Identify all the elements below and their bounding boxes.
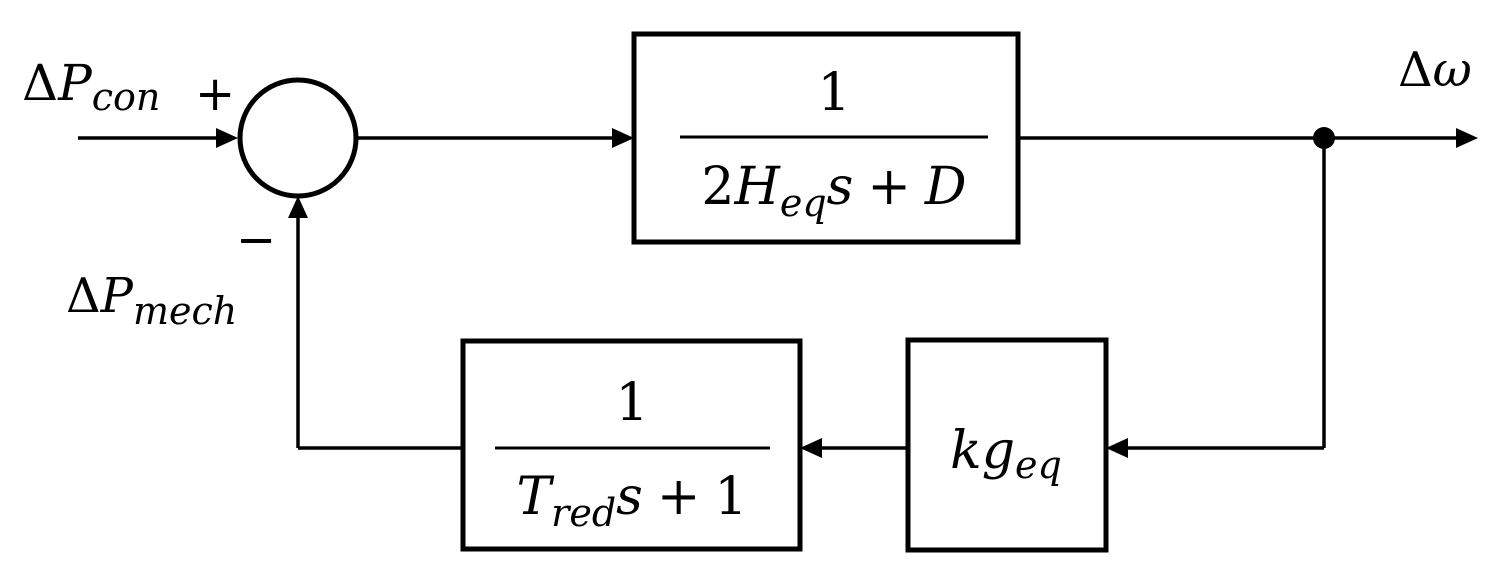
input-signal-label: ΔPcon (22, 54, 160, 119)
filter-block (460, 338, 803, 552)
plus-sign: + (195, 66, 235, 122)
feedback-signal-label: ΔPmech (66, 268, 237, 333)
plant-numerator: 1 (817, 63, 850, 123)
filter-input-arrowhead (800, 438, 822, 458)
filter-denominator: Treds+1 (516, 467, 747, 535)
output-arrowhead (1456, 128, 1478, 148)
output-signal-label: Δω (1398, 42, 1472, 98)
plant-denominator: 2Heqs+D (701, 157, 966, 225)
gain-block (905, 337, 1109, 553)
sum-feedback-arrowhead (288, 196, 308, 218)
input-arrowhead (216, 128, 238, 148)
sum-to-plant-arrowhead (612, 128, 634, 148)
summing-junction (237, 77, 359, 199)
gain-input-arrowhead (1106, 438, 1128, 458)
gain-label: kgeq (950, 421, 1062, 487)
filter-numerator: 1 (615, 373, 648, 433)
minus-sign: − (236, 212, 276, 268)
